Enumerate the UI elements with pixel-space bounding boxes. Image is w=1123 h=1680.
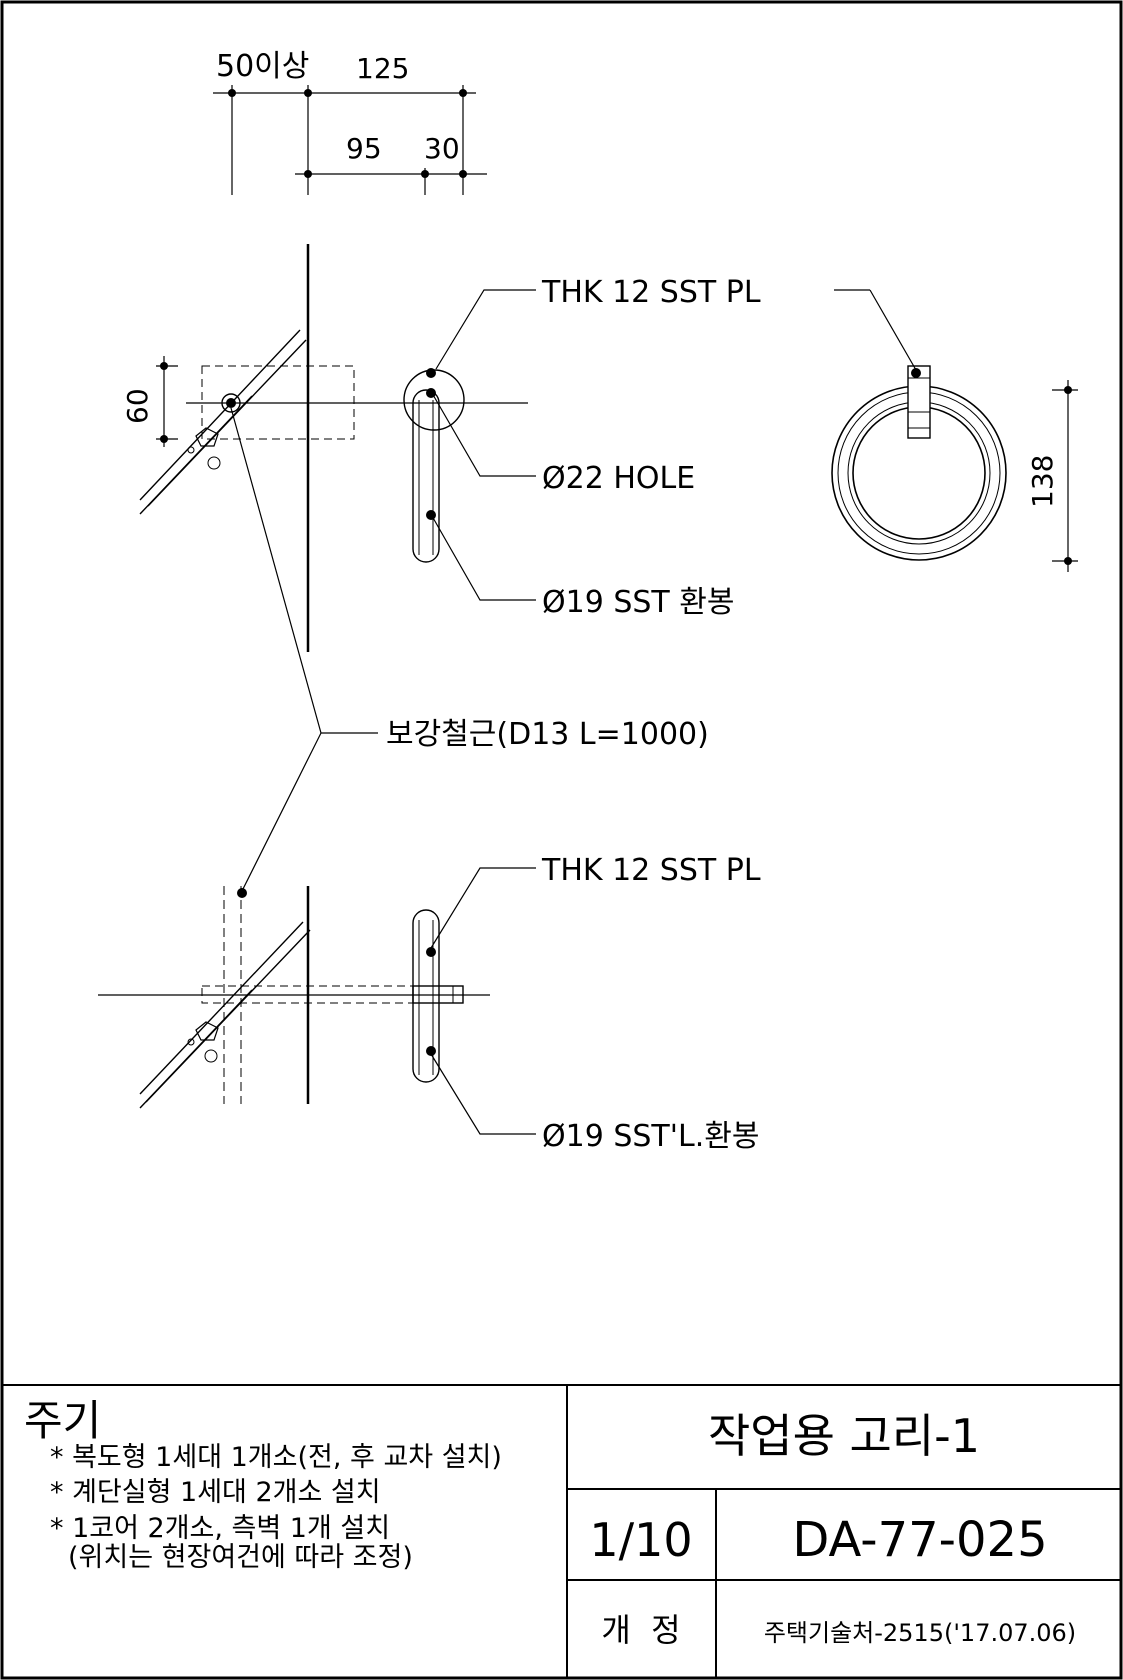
dim-total: 125: [356, 52, 409, 85]
rebar-point: [237, 888, 247, 898]
dim-ring-138: 138: [1026, 455, 1059, 508]
label-bar: Ø19 SST 환봉: [542, 585, 734, 620]
label-plate-top: THK 12 SST PL: [541, 275, 761, 310]
ring-view: [831, 289, 1007, 561]
note-item-3: * 1코어 2개소, 측벽 1개 설치: [50, 1513, 390, 1544]
dim-part-a: 95: [346, 132, 382, 165]
drawing-scale: 1/10: [589, 1513, 692, 1567]
revision-value: 주택기술처-2515('17.07.06): [764, 1619, 1076, 1647]
dim-60-ticks: [160, 362, 168, 443]
drawing-title: 작업용 고리-1: [708, 1409, 980, 1463]
dim-138-ticks: [1064, 386, 1072, 565]
dim-part-b: 30: [424, 132, 460, 165]
notes-title: 주기: [24, 1396, 101, 1445]
drawing-number: DA-77-025: [792, 1512, 1047, 1568]
note-item-4: (위치는 현장여건에 따라 조정): [68, 1542, 413, 1573]
rebar-leaders: [230, 407, 378, 892]
dim-side-60: 60: [121, 388, 154, 424]
title-block-lines: [2, 1384, 1121, 1678]
label-rebar: 보강철근(D13 L=1000): [386, 717, 709, 752]
top-leaders: [431, 289, 536, 601]
bottom-plan-view: [98, 886, 490, 1109]
bottom-plan-points: [426, 947, 436, 1056]
top-dimension-ticks: [228, 89, 467, 178]
label-plate-bottom: THK 12 SST PL: [541, 853, 761, 888]
note-item-2: * 계단실형 1세대 2개소 설치: [50, 1477, 381, 1508]
top-section-view: [139, 244, 528, 652]
revision-label: 개 정: [601, 1611, 680, 1649]
dim-60-lines: [156, 356, 178, 447]
note-item-1: * 복도형 1세대 1개소(전, 후 교차 설치): [50, 1442, 502, 1473]
bottom-leaders: [430, 867, 536, 1135]
label-bar-bottom: Ø19 SST'L.환봉: [542, 1119, 759, 1154]
label-hole: Ø22 HOLE: [542, 461, 695, 496]
ring-plate-point: [911, 368, 921, 378]
dim-min-offset: 50이상: [216, 49, 309, 84]
